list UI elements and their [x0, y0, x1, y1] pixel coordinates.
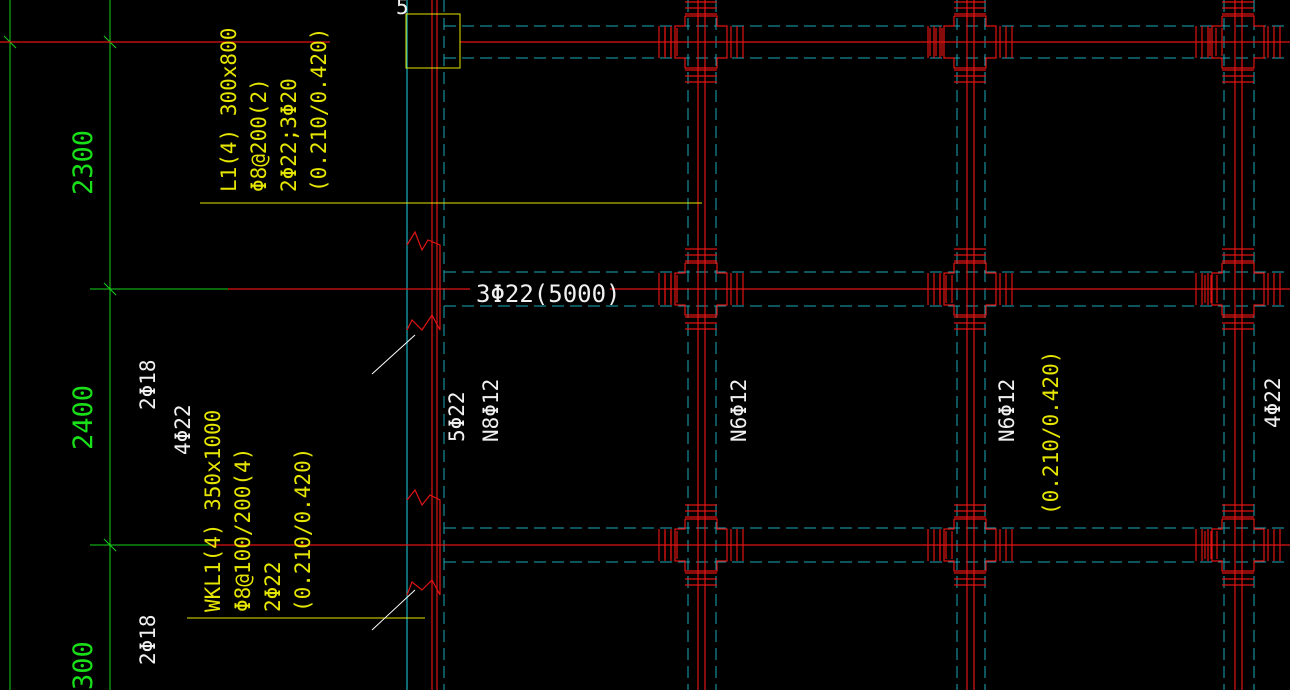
dimension-text-bottom: 300 — [68, 641, 99, 690]
joint-outline — [1211, 262, 1265, 316]
rebar-label-span: 3Φ22(5000) — [476, 280, 621, 308]
leader-line-rebar-mid — [371, 334, 416, 375]
beam-wkl1-annotation: WKL1(4) 350x1000 Φ8@100/200(4) 2Φ22 (0.2… — [201, 410, 315, 612]
beam-column-joint — [927, 1, 1013, 83]
beam-l1-line1: L1(4) 300x800 — [217, 28, 241, 192]
joint-outline — [674, 15, 728, 69]
beam-l1-line4: (0.210/0.420) — [307, 28, 331, 192]
rebar-label-2phi18-bottom: 2Φ18 — [136, 614, 160, 665]
beam-l1-line3: 2Φ22;3Φ20 — [277, 78, 301, 192]
column-mark-partial: 5 — [396, 0, 409, 19]
rebar-label-col3-side: N6Φ12 — [995, 379, 1019, 442]
rebar-label-col2-side: N6Φ12 — [727, 379, 751, 442]
beam-wkl1-line3: 2Φ22 — [261, 561, 285, 612]
beam-wkl1-line2: Φ8@100/200(4) — [231, 448, 255, 612]
beam-wkl1-line1: WKL1(4) 350x1000 — [201, 410, 225, 612]
rebar-label-col4-main: 4Φ22 — [1261, 377, 1285, 428]
joint-outline — [1211, 15, 1265, 69]
axis-grid — [406, 0, 1290, 690]
rebar-label-col1-main: 5Φ22 — [445, 391, 469, 442]
joint-outline — [674, 262, 728, 316]
joint-outline — [943, 15, 997, 69]
beam-wkl1-line4: (0.210/0.420) — [291, 448, 315, 612]
beam-column-joint — [1195, 1, 1281, 83]
joint-outline — [1211, 518, 1265, 572]
dimension-tick — [103, 282, 117, 296]
dimension-tick — [103, 538, 117, 552]
beam-l1-line2: Φ8@200(2) — [247, 78, 271, 192]
column-section-box — [405, 13, 461, 69]
joint-outline — [674, 518, 728, 572]
rebar-label-4phi22-left: 4Φ22 — [171, 404, 195, 455]
left-beam-stirrups — [406, 230, 441, 596]
rebar-label-2phi18-top: 2Φ18 — [136, 359, 160, 410]
dimension-text-middle: 2400 — [68, 385, 99, 450]
joint-outline — [943, 518, 997, 572]
beam-column-joint — [927, 248, 1013, 330]
joint-outline — [943, 262, 997, 316]
beam-column-joint — [927, 504, 1013, 586]
dimension-chain: 2300 2400 300 — [0, 0, 330, 690]
beam-l1-annotation: L1(4) 300x800 Φ8@200(2) 2Φ22;3Φ20 (0.210… — [217, 28, 331, 192]
stirrup-zigzag-mid — [406, 230, 441, 331]
beam-column-joints — [658, 1, 1281, 586]
rebar-labels: 2Φ18 4Φ22 2Φ18 3Φ22(5000) 5Φ22 N8Φ12 N6Φ… — [136, 280, 1285, 665]
stirrup-zigzag-bottom — [406, 488, 441, 596]
beam-column-joint — [1195, 504, 1281, 586]
rebar-label-col1-side: N8Φ12 — [479, 379, 503, 442]
dimension-text-top: 2300 — [68, 130, 99, 195]
beam-column-joint — [1195, 248, 1281, 330]
leader-line-rebar-bottom — [371, 589, 416, 631]
elevation-label-col3: (0.210/0.420) — [1039, 351, 1063, 515]
